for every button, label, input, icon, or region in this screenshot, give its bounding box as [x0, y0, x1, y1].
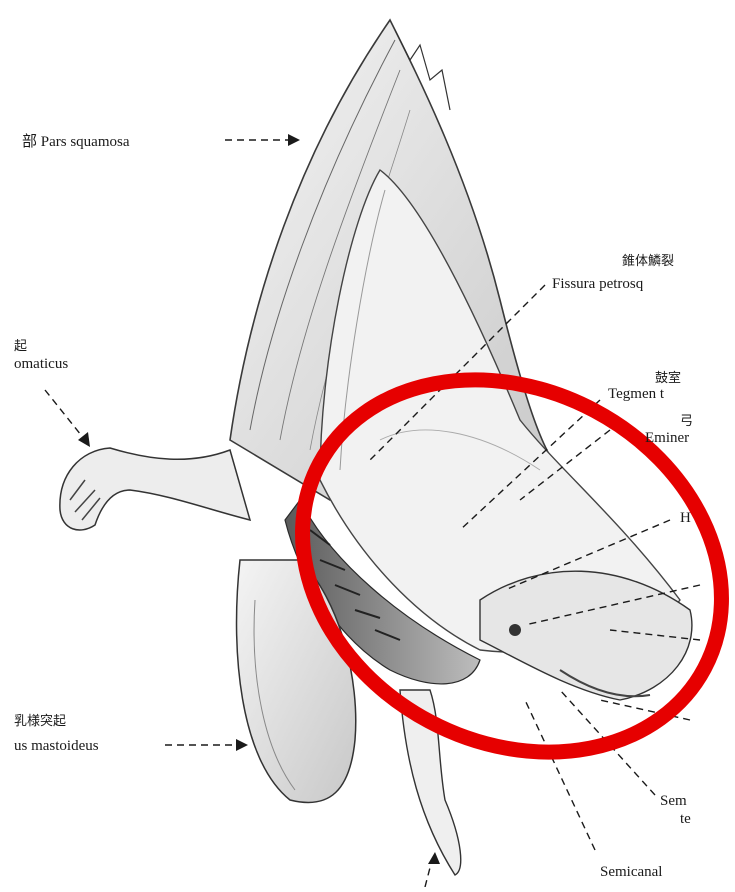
label-h: H — [680, 510, 691, 526]
label-mastoideus-jp: 乳様突起 — [14, 713, 66, 728]
label-zygomaticus-jp: 起 — [14, 338, 27, 353]
label-eminentia: Eminer — [645, 430, 689, 446]
label-tegmen-jp: 鼓室 — [655, 370, 681, 385]
label-mastoideus: us mastoideus — [14, 738, 99, 754]
arrowhead — [428, 852, 440, 864]
label-fissura: Fissura petrosq — [552, 276, 644, 292]
label-eminentia-jp: 弓 — [680, 413, 693, 428]
label-zygomaticus: omaticus — [14, 356, 68, 372]
arrowhead — [78, 432, 90, 447]
label-sem-2: te — [680, 811, 691, 827]
label-tegmen: Tegmen t — [608, 386, 665, 402]
processus-zygomaticus-shape — [60, 448, 250, 530]
label-sem-1: Sem — [660, 793, 687, 809]
arrowhead — [236, 739, 248, 751]
arrowhead — [288, 134, 300, 146]
label-pars-squamosa: 部 Pars squamosa — [22, 133, 130, 150]
label-semicanal: Semicanal — [600, 864, 662, 880]
label-fissura-jp: 錐体鱗裂 — [622, 253, 674, 268]
